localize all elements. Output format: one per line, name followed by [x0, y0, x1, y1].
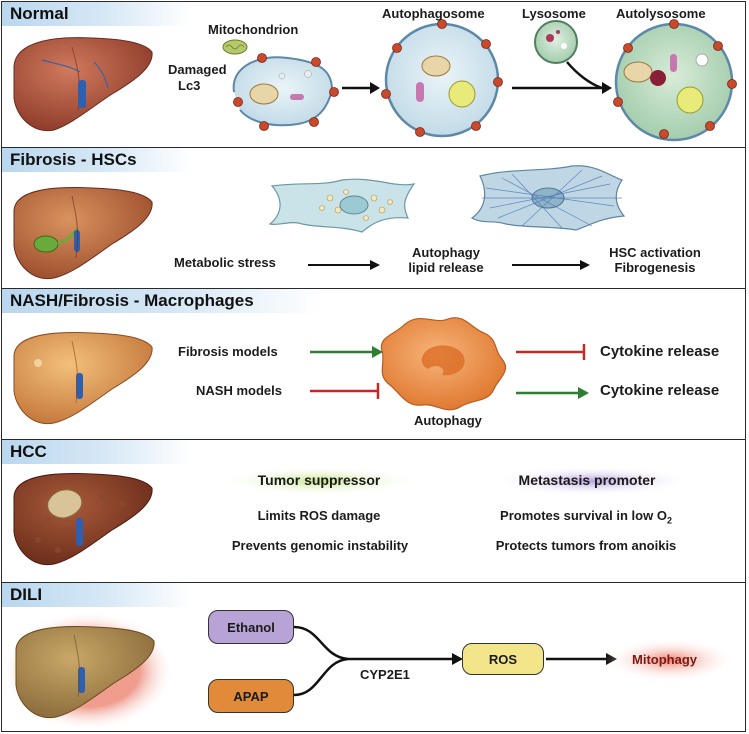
liver-icon: [15, 626, 155, 719]
suppressor-item: Prevents genomic instability: [231, 538, 409, 553]
panel-fibrosis: Fibrosis - HSCs: [1, 147, 746, 289]
autolysosome-icon: [613, 19, 737, 142]
hcc-illustration: [13, 466, 692, 566]
promoter-item-text: Promotes survival in low O: [500, 508, 667, 523]
lysosome-icon: [534, 20, 578, 64]
suppressor-item: Limits ROS damage: [257, 508, 381, 523]
label-autolysosome: Autolysosome: [616, 6, 706, 21]
label-cytokine-release-bottom: Cytokine release: [600, 382, 720, 399]
fibrogenesis-line: Fibrogenesis: [614, 260, 696, 275]
autophagy-line: Autophagy: [412, 245, 480, 260]
ros-box: ROS: [462, 643, 544, 675]
label-hsc-activation: HSC activation Fibrogenesis: [592, 245, 718, 275]
dili-illustration: [2, 611, 736, 731]
liver-icon: [13, 332, 153, 425]
label-autophagy-lipid: Autophagy lipid release: [386, 245, 506, 275]
macrophage-icon: [380, 317, 507, 411]
hsc-activation-line: HSC activation: [609, 245, 701, 260]
autophagosome-icon: [381, 19, 503, 138]
label-metabolic-stress: Metabolic stress: [174, 255, 276, 270]
panel-title: Normal: [2, 2, 192, 26]
mitochondrion-icon: [222, 39, 248, 55]
normal-illustration: [13, 19, 737, 142]
label-autophagosome: Autophagosome: [382, 6, 485, 21]
label-metastasis-promoter: Metastasis promoter: [518, 472, 656, 488]
label-lysosome: Lysosome: [522, 6, 586, 21]
liver-icon: [13, 473, 153, 566]
label-mitochondrion: Mitochondrion: [208, 22, 299, 37]
panel-hcc: HCC Tumor suppressor Metastasis prom: [1, 439, 746, 583]
stellate-cell-icon: [268, 178, 416, 233]
label-cyp2e1: CYP2E1: [360, 667, 410, 682]
label-mitophagy: Mitophagy: [632, 652, 697, 667]
fibrosis-illustration: [13, 165, 626, 280]
label-cytokine-release-top: Cytokine release: [600, 343, 720, 360]
panel-title: HCC: [2, 440, 192, 464]
panel-normal: Normal: [1, 1, 746, 148]
panel-title: DILI: [2, 583, 192, 607]
panel-dili: DILI Ethanol APAP CYP2E1 ROS Mit: [1, 582, 746, 732]
liver-icon: [13, 37, 153, 132]
panel-title: NASH/Fibrosis - Macrophages: [2, 289, 322, 313]
promoter-item: Protects tumors from anoikis: [495, 538, 677, 553]
nash-illustration: [13, 317, 589, 425]
label-autophagy: Autophagy: [414, 413, 482, 428]
oxygen-subscript: 2: [666, 515, 672, 526]
panel-title: Fibrosis - HSCs: [2, 148, 192, 172]
panel-nash: NASH/Fibrosis - Macrophages: [1, 288, 746, 440]
label-tumor-suppressor: Tumor suppressor: [257, 472, 381, 488]
label-lc3: Lc3: [178, 78, 201, 93]
promoter-item: Promotes survival in low O2: [466, 508, 706, 526]
apap-box: APAP: [208, 679, 294, 713]
ethanol-box: Ethanol: [208, 610, 294, 644]
label-damaged: Damaged: [168, 62, 227, 77]
liver-icon: [13, 187, 153, 280]
lipid-release-line: lipid release: [408, 260, 484, 275]
label-nash-models: NASH models: [196, 383, 282, 398]
stellate-cell-icon: [470, 165, 626, 231]
label-fibrosis-models: Fibrosis models: [178, 344, 278, 359]
